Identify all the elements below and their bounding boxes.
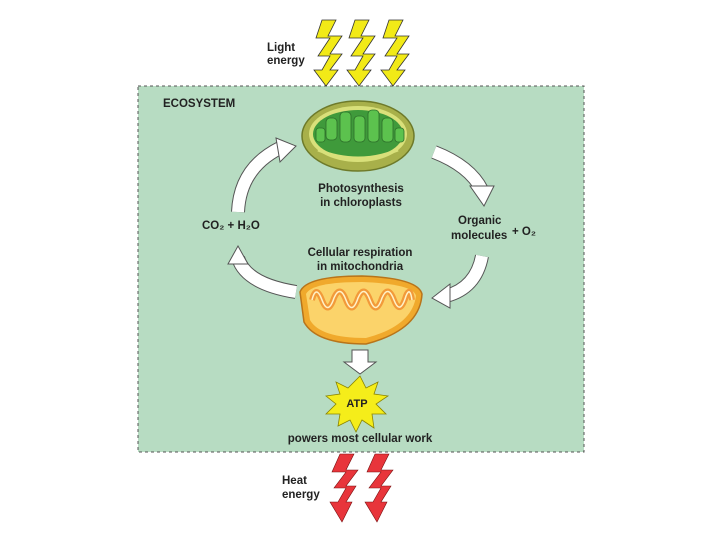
- light-energy-label-line2: energy: [267, 55, 305, 67]
- organic-molecules-label-line1: Organic: [458, 215, 502, 227]
- photosynthesis-label-line1: Photosynthesis: [318, 183, 404, 195]
- down-arrow-icon: [342, 349, 378, 375]
- powers-cellular-work-label: powers most cellular work: [288, 433, 433, 445]
- lightning-bolt-icon: [364, 453, 394, 523]
- lightning-bolt-icon: [313, 19, 343, 87]
- starburst-icon: [325, 375, 390, 433]
- mitochondrion-icon: [299, 275, 423, 345]
- co2-h2o-label: CO₂ + H₂O: [202, 220, 260, 232]
- respiration-label-line1: Cellular respiration: [308, 247, 413, 259]
- atp-label: ATP: [346, 398, 367, 410]
- organic-molecules-label-line2: molecules: [451, 230, 507, 242]
- photosynthesis-label-line2: in chloroplasts: [320, 197, 402, 209]
- lightning-bolt-icon: [380, 19, 410, 87]
- heat-energy-bolts: [329, 453, 394, 523]
- light-energy-label-line1: Light: [267, 42, 295, 54]
- lightning-bolt-icon: [346, 19, 376, 87]
- heat-energy-label-line2: energy: [282, 489, 320, 501]
- chloroplast-icon: [301, 100, 415, 172]
- heat-energy-label-line1: Heat: [282, 475, 307, 487]
- lightning-bolt-icon: [329, 453, 359, 523]
- light-energy-bolts: [313, 19, 410, 87]
- plus-o2-label: + O₂: [512, 226, 536, 238]
- respiration-label-line2: in mitochondria: [317, 261, 404, 273]
- ecosystem-label: ECOSYSTEM: [163, 98, 235, 110]
- cycle-arrows: [227, 137, 495, 309]
